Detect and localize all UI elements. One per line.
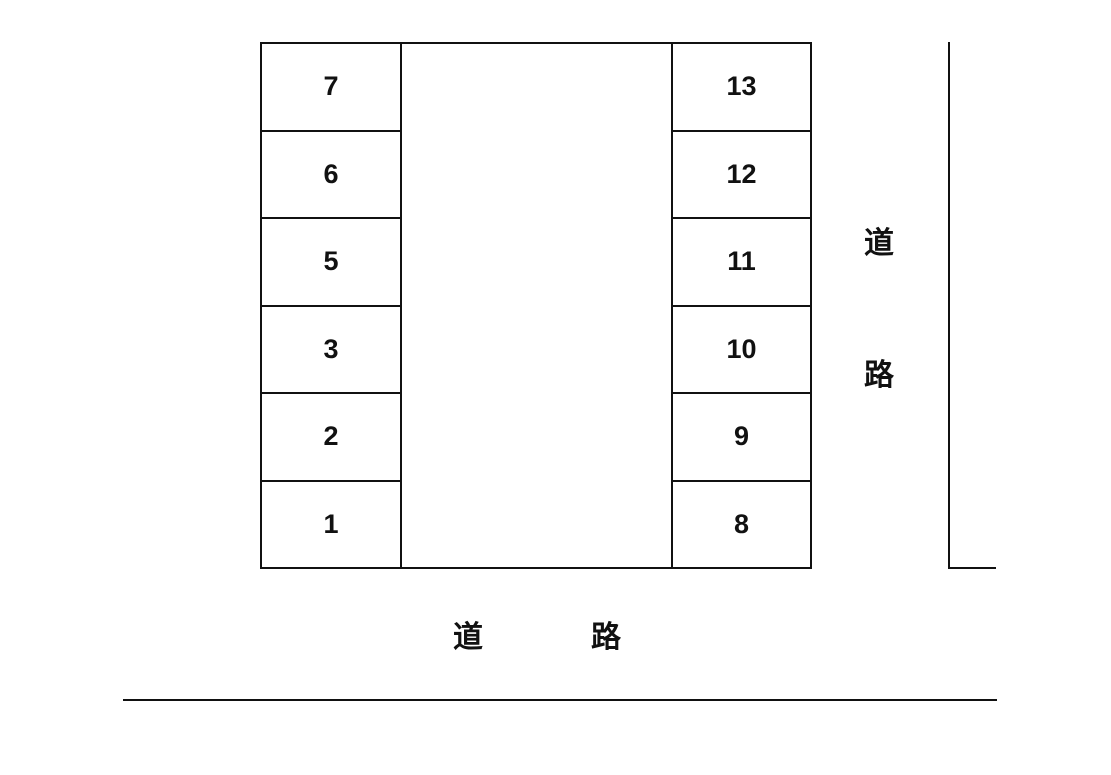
right-road-label-1: 道 xyxy=(864,226,894,261)
parking-space: 3 xyxy=(262,307,400,394)
left-space-column: 7 6 5 3 2 1 xyxy=(262,44,402,567)
parking-space: 5 xyxy=(262,219,400,307)
parking-space: 12 xyxy=(673,132,810,219)
parking-space: 7 xyxy=(262,44,400,132)
bottom-road-label-2: 路 xyxy=(591,620,621,655)
parking-space: 8 xyxy=(733,508,750,539)
right-road-edge-line xyxy=(948,42,950,569)
parking-space: 2 xyxy=(262,394,400,482)
parking-space: 9 xyxy=(673,394,810,482)
right-space-column: 13 12 11 10 9 8 xyxy=(671,44,810,567)
bottom-road-label-1: 道 xyxy=(453,620,483,655)
right-road-label-2: 路 xyxy=(864,358,894,393)
parking-space: 10 xyxy=(673,307,810,394)
parking-space: 6 xyxy=(262,132,400,219)
driving-lane xyxy=(400,44,673,567)
parking-lot: 7 6 5 3 2 1 13 12 11 10 9 8 xyxy=(260,42,812,569)
bottom-road-edge-line xyxy=(123,699,997,701)
parking-space: 11 xyxy=(673,219,810,307)
parking-space: 1 xyxy=(323,508,339,539)
right-road-corner-line xyxy=(948,567,996,569)
parking-space: 13 xyxy=(673,44,810,132)
